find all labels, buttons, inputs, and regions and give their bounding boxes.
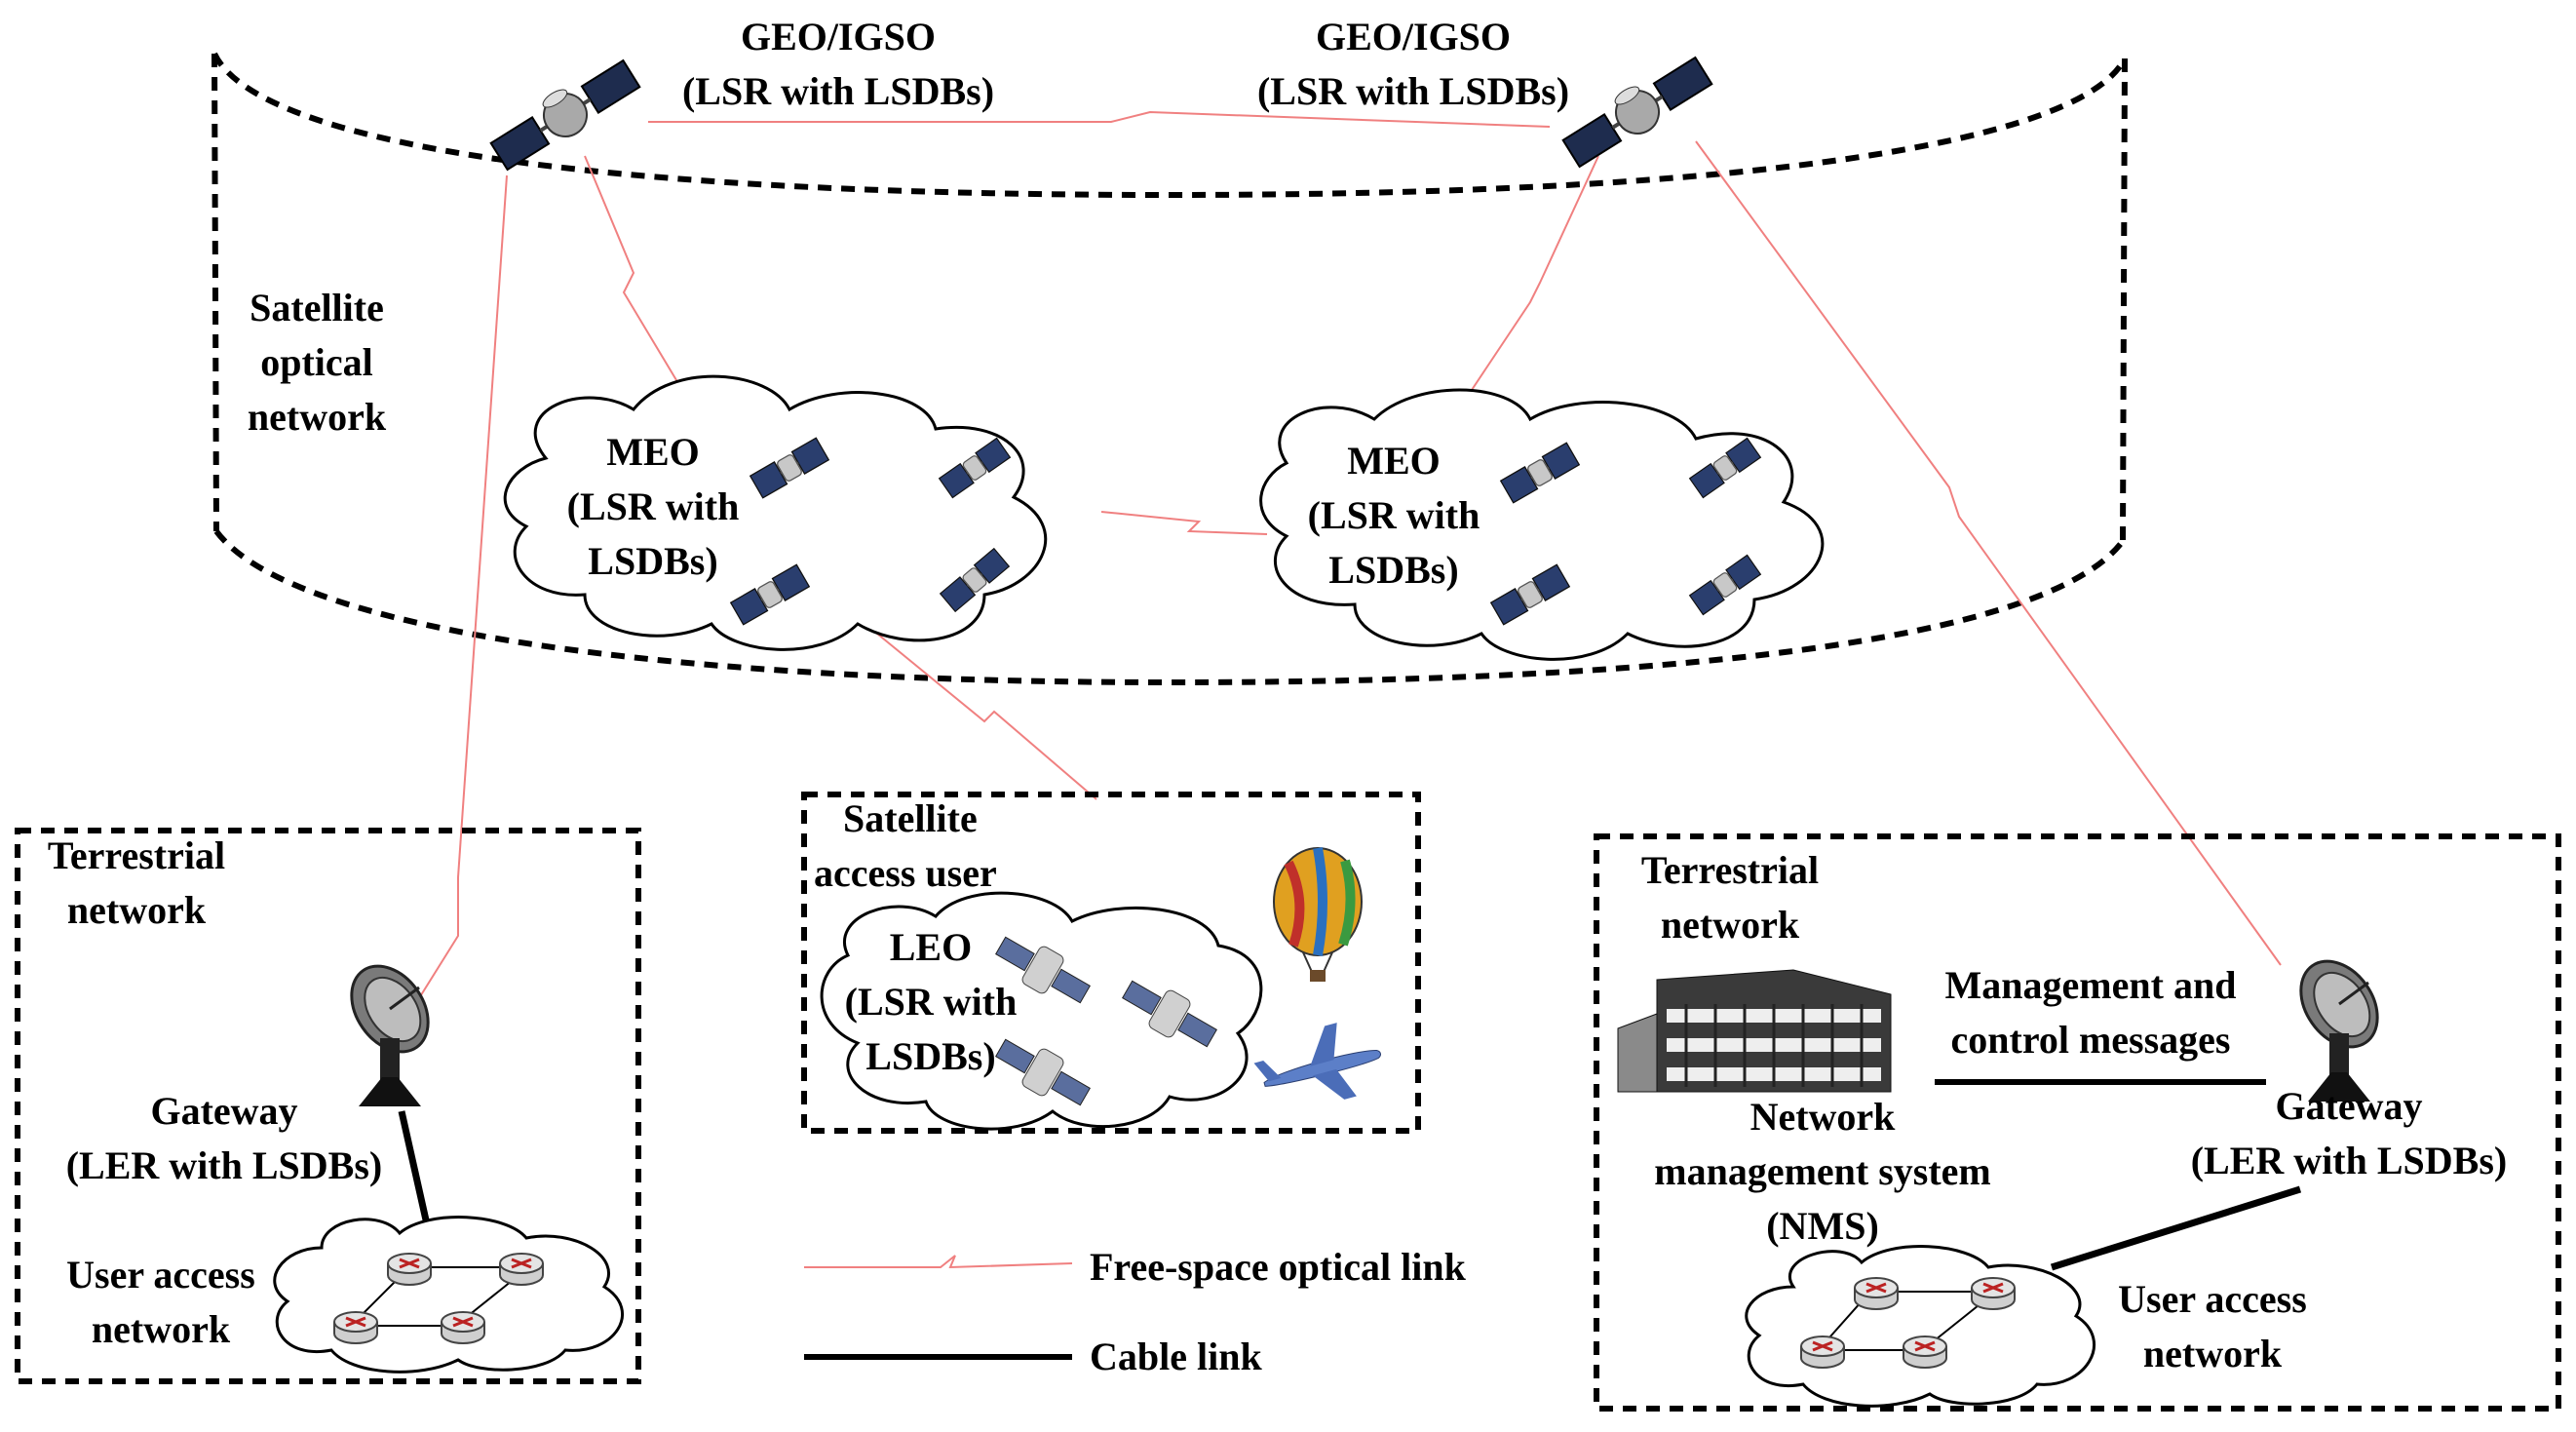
label-line: User access [2118,1277,2307,1321]
user-access-left-label: User access network [39,1248,283,1357]
label-line: LEO [889,925,973,969]
meo-right-label: MEO (LSR with LSDBs) [1267,434,1520,598]
label-line: LSDBs) [865,1034,996,1078]
router-icon [386,1252,433,1287]
user-access-right-label: User access network [2086,1272,2339,1381]
router-icon [1970,1276,2017,1311]
legend-optical-swatch [804,1255,1073,1269]
satellite-optical-network-label: Satellite optical network [195,281,439,445]
optical-link-meo-meo [1100,511,1268,535]
label-line: (LSR with [566,484,740,528]
leo-satellite-icon [1122,980,1217,1048]
optical-link-geo-geo [648,110,1551,128]
router-icon [1902,1335,1948,1370]
gateway-right-label: Gateway (LER with LSDBs) [2144,1079,2554,1188]
optical-link-geo-right-gateway [1695,140,2282,966]
label-line: access user [814,851,997,895]
cable-link-right [2050,1185,2302,1271]
optical-link-geo-meo-left [584,155,683,391]
geo-left-subtitle: (LSR with LSDBs) [681,69,995,113]
label-line: (LER with LSDBs) [2190,1139,2508,1182]
label-line: Satellite [250,286,384,329]
building-icon [1617,969,1892,1093]
management-messages-label: Management and control messages [1910,958,2271,1067]
router-icon [1853,1276,1900,1311]
terrestrial-network-right-box [1594,833,2561,1412]
terrestrial-left-title: Terrestrial network [19,829,253,938]
optical-link-geo-left-gateway [408,174,508,1015]
label-line: MEO [1347,439,1441,483]
satellite-access-user-box [801,792,1421,1134]
label-line: (NMS) [1766,1204,1879,1248]
hot-air-balloon-icon [1273,847,1363,982]
label-line: network [247,395,387,439]
label-line: network [66,888,207,932]
user-access-cloud-right [1745,1245,2095,1408]
terrestrial-right-title: Terrestrial network [1608,843,1852,952]
label-line: LSDBs) [1328,548,1459,592]
label-line: (LSR with [1307,493,1480,537]
geo-left-title: GEO/IGSO [740,15,937,58]
user-access-cloud-left [273,1216,624,1374]
leo-satellite-icon [995,1038,1091,1106]
satellite-network-boundary [211,52,2128,686]
satellite-access-user-title: Satellite access user [814,792,1087,901]
label-line: Network [1749,1095,1896,1139]
router-icon [440,1310,486,1345]
meo-cloud-left [503,374,1048,651]
nms-label: Network management system (NMS) [1608,1090,2037,1254]
geo-right-subtitle: (LSR with LSDBs) [1256,69,1570,113]
label-line: network [91,1307,231,1351]
leo-satellite-icon [995,936,1091,1004]
geo-right-label: GEO/IGSO (LSR with LSDBs) [1199,10,1628,119]
label-line: Satellite [843,796,978,840]
geo-left-label: GEO/IGSO (LSR with LSDBs) [624,10,1053,119]
label-line: control messages [1950,1018,2231,1062]
meo-cloud-right [1259,388,1825,661]
label-line: (LSR with [844,980,1018,1024]
label-line: Gateway [2275,1084,2423,1128]
optical-link-geo-meo-right [1451,155,1599,420]
airplane-icon [1253,1023,1381,1100]
label-line: optical [260,340,373,384]
label-line: User access [66,1253,255,1297]
terrestrial-network-left-box [15,828,641,1384]
leo-label: LEO (LSR with LSDBs) [809,920,1053,1084]
geo-satellite-icon [489,58,641,172]
label-line: (LER with LSDBs) [65,1143,383,1187]
gateway-left-label: Gateway (LER with LSDBs) [19,1084,429,1193]
optical-link-meo-leo [876,633,1097,800]
legend-optical-label: Free-space optical link [1090,1245,1466,1289]
label-line: Management and [1944,963,2237,1007]
legend-cable-label: Cable link [1090,1335,1262,1378]
label-line: Terrestrial [1640,848,1820,892]
label-line: Gateway [150,1089,298,1133]
geo-satellite-icon [1561,56,1713,169]
router-icon [1799,1335,1846,1370]
label-line: LSDBs) [588,539,718,583]
label-line: network [2142,1332,2283,1375]
router-icon [332,1310,379,1345]
geo-right-title: GEO/IGSO [1315,15,1512,58]
label-line: MEO [606,430,700,474]
router-icon [498,1252,545,1287]
cable-link-left [398,1110,433,1234]
meo-left-label: MEO (LSR with LSDBs) [526,425,780,589]
label-line: management system [1654,1149,1991,1193]
label-line: network [1660,903,1800,947]
label-line: Terrestrial [47,833,226,877]
leo-cloud [820,891,1263,1131]
